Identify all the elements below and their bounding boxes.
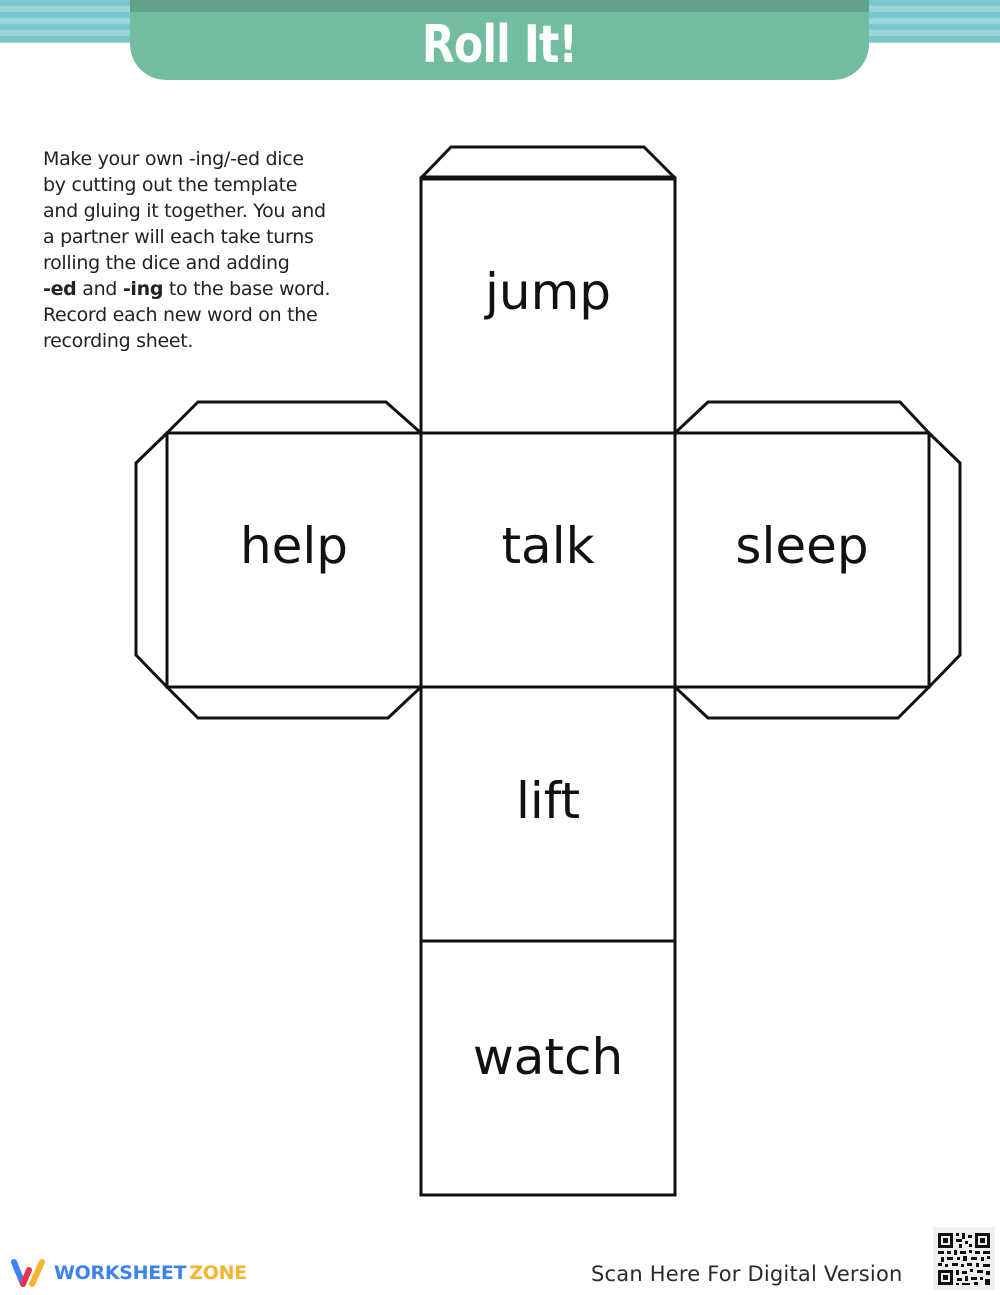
face-word-center: talk [501,517,595,575]
glue-tab-right-top [673,400,931,435]
face-word-left: help [239,517,349,575]
instructions-text: Make your own -ing/-ed dice by cutting o… [43,146,383,354]
instructions-line: a partner will each take turns [43,226,314,248]
title-banner: Roll It! [130,0,869,80]
face-word-right: sleep [735,517,869,575]
face-right [673,431,931,689]
instructions-line: Record each new word on the [43,304,318,326]
face-word-top: jump [484,263,612,321]
glue-tab-right-bottom [673,685,931,720]
glue-tab-top [419,145,677,180]
instructions-line: and gluing it together. You and [43,200,326,222]
face-bottom [419,939,677,1197]
instructions-line: rolling the dice and adding [43,252,290,274]
suffix-ing: -ing [122,278,164,300]
logo-worksheet: WORKSHEET [54,1262,187,1284]
instructions-line: by cutting out the template [43,174,298,196]
banner-band [130,0,869,12]
qr-code-icon[interactable] [933,1227,995,1290]
suffix-ed: -ed [43,278,77,300]
face-word-bottom: watch [472,1028,624,1086]
logo-mark-icon [11,1259,45,1287]
glue-tab-left-top [165,400,422,435]
instructions-line: recording sheet. [43,330,194,352]
instructions-fragment: to the base word. [163,278,331,300]
glue-tab-left-side [134,431,169,689]
scan-instruction: Scan Here For Digital Version [591,1262,903,1286]
instructions-line: Make your own -ing/-ed dice [43,148,304,170]
instructions-fragment: and [76,278,123,300]
glue-tab-right-side [927,431,962,689]
face-word-lower: lift [515,772,581,830]
instructions-line: -ed and -ing to the base word. [43,276,383,302]
glue-tab-left-bottom [165,685,423,720]
page-title: Roll It! [421,15,578,75]
qr-code-graphic [938,1233,990,1285]
face-left [165,431,423,689]
logo-zone: ZONE [189,1262,247,1284]
